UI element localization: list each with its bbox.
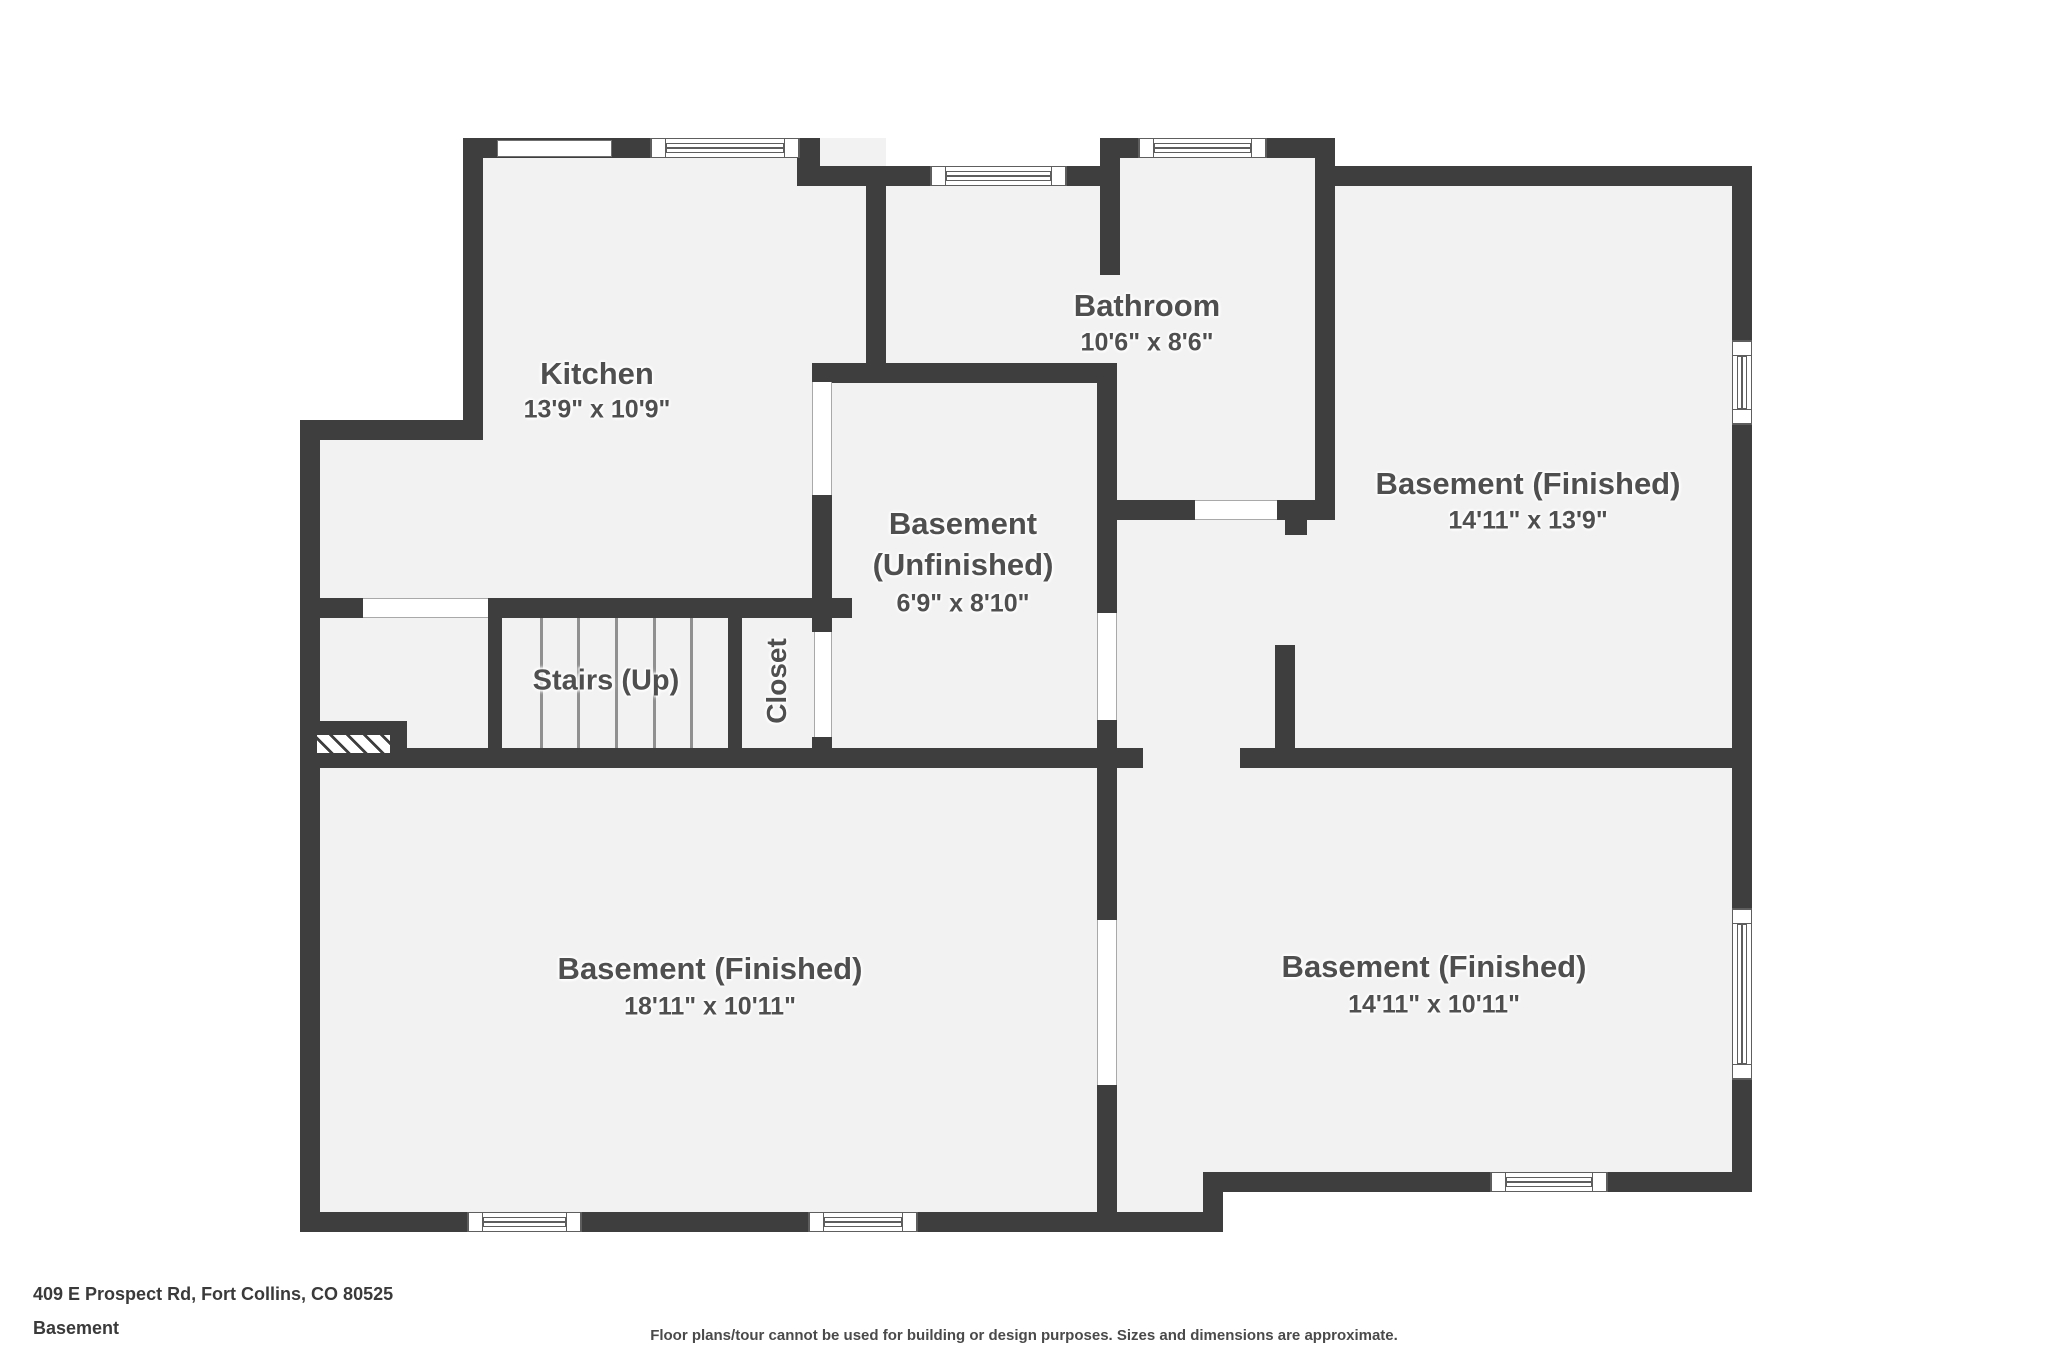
window-cap — [468, 1213, 483, 1231]
window-glass — [946, 171, 1051, 181]
wall-stairs-top-right — [488, 598, 852, 618]
door-opening-closet — [814, 632, 832, 737]
window-glass — [1506, 1177, 1592, 1187]
window-glass — [1737, 356, 1747, 409]
window-cap — [931, 167, 946, 185]
door-gap-mid-divider — [1143, 748, 1240, 768]
wall-unfinished-top — [812, 363, 1117, 383]
wall-center-divider-b — [1097, 720, 1117, 920]
room-dims-kitchen: 13'9" x 10'9" — [523, 395, 671, 424]
wall-stairs-left — [488, 618, 502, 748]
window-glass — [824, 1217, 902, 1227]
wall-kitchen-left — [463, 138, 483, 440]
wall-se-bottom — [1203, 1172, 1752, 1192]
window-cap — [651, 139, 666, 157]
window-cap — [566, 1213, 581, 1231]
wall-mid-divider-left — [300, 748, 1143, 768]
wall-center-divider-c — [1097, 1085, 1117, 1232]
wall-bathroom-bottom-left — [1100, 500, 1195, 520]
floor-hallway — [886, 166, 1120, 383]
window-sw-room-south-2 — [808, 1212, 918, 1232]
floor-basement-unfinished — [812, 363, 1117, 768]
window-sw-room-south-1 — [467, 1212, 582, 1232]
window-cap — [1733, 341, 1751, 356]
window-entry — [930, 166, 1067, 186]
wall-closet-door-cap — [812, 616, 832, 632]
floor-kitchen-extension — [300, 420, 483, 618]
floor-basement-se-left — [1097, 748, 1223, 1212]
door-opening-bathroom — [1195, 500, 1277, 520]
door-opening-stairs — [363, 598, 488, 618]
window-bathroom — [1138, 138, 1267, 158]
room-label-basement-ne: Basement (Finished) — [1375, 466, 1681, 501]
window-ne-room-east — [1732, 340, 1752, 425]
wall-alcove-stub — [1275, 645, 1295, 748]
chimney — [300, 721, 407, 765]
stair-tread — [577, 618, 580, 748]
window-glass — [1737, 924, 1747, 1064]
room-label-basement-unfinished-1: Basement — [888, 506, 1038, 541]
room-label-closet: Closet — [761, 638, 792, 724]
room-label-basement-se: Basement (Finished) — [1281, 949, 1587, 984]
stair-tread — [540, 618, 543, 748]
floor-basement-se — [1203, 748, 1752, 1172]
wall-bathroom-right — [1315, 138, 1335, 520]
wall-hall-divider — [866, 166, 886, 383]
wall-bathroom-left — [1100, 138, 1120, 275]
room-dims-basement-se: 14'11" x 10'11" — [1348, 990, 1520, 1019]
room-label-stairs: Stairs (Up) — [532, 664, 680, 697]
floor-basement-sw — [300, 748, 1117, 1232]
wall-center-divider-a — [1097, 383, 1117, 613]
window-cap — [784, 139, 799, 157]
window-cap — [1592, 1173, 1607, 1191]
door-opening-unfinished-east — [1097, 613, 1117, 720]
floor-basement-ne — [1318, 166, 1752, 768]
window-kitchen-plain — [497, 140, 612, 157]
floor-bathroom — [1100, 138, 1335, 520]
wall-stairs-closet-divider — [728, 618, 742, 748]
room-dims-basement-unfinished: 6'9" x 8'10" — [896, 589, 1030, 618]
room-dims-basement-ne: 14'11" x 13'9" — [1448, 506, 1608, 535]
floor-basement-ne-alcove — [1097, 500, 1335, 768]
room-dims-bathroom: 10'6" x 8'6" — [1080, 328, 1214, 357]
door-opening-se-sw-passage — [1097, 920, 1117, 1085]
wall-sw-bottom — [300, 1212, 1223, 1232]
footer-disclaimer: Floor plans/tour cannot be used for buil… — [650, 1327, 1398, 1344]
wall-ne-room-top — [1318, 166, 1752, 186]
chimney-hatch-icon — [316, 734, 391, 754]
window-glass — [483, 1217, 566, 1227]
door-opening-unfinished-west — [812, 382, 832, 495]
window-glass — [666, 143, 784, 153]
wall-left-exterior — [300, 420, 320, 1232]
room-label-basement-unfinished-2: (Unfinished) — [872, 547, 1054, 582]
window-cap — [809, 1213, 824, 1231]
stair-tread — [690, 618, 693, 748]
window-cap — [1051, 167, 1066, 185]
wall-bathroom-bottom-right — [1277, 500, 1335, 520]
room-label-bathroom: Bathroom — [1073, 288, 1221, 323]
window-cap — [1733, 409, 1751, 424]
window-cap — [1139, 139, 1154, 157]
wall-stairs-top-left — [300, 598, 363, 618]
window-se-room-east — [1732, 908, 1752, 1080]
stair-tread — [653, 618, 656, 748]
wall-jog — [300, 420, 483, 440]
room-label-kitchen: Kitchen — [540, 356, 654, 391]
window-cap — [902, 1213, 917, 1231]
window-cap — [1491, 1173, 1506, 1191]
footer-address: 409 E Prospect Rd, Fort Collins, CO 8052… — [33, 1284, 394, 1304]
stair-tread — [615, 618, 618, 748]
window-kitchen — [650, 138, 800, 158]
room-label-basement-sw: Basement (Finished) — [557, 951, 863, 986]
wall-bathroom-door-stub — [1285, 520, 1307, 535]
room-dims-basement-sw: 18'11" x 10'11" — [624, 992, 796, 1021]
window-se-room-south — [1490, 1172, 1608, 1192]
window-cap — [1733, 909, 1751, 924]
footer-floor-label: Basement — [33, 1318, 120, 1338]
window-cap — [1733, 1064, 1751, 1079]
window-glass — [1154, 143, 1251, 153]
window-cap — [1251, 139, 1266, 157]
wall-unfinished-left-a — [812, 495, 832, 616]
wall-mid-divider-right — [1240, 748, 1752, 768]
